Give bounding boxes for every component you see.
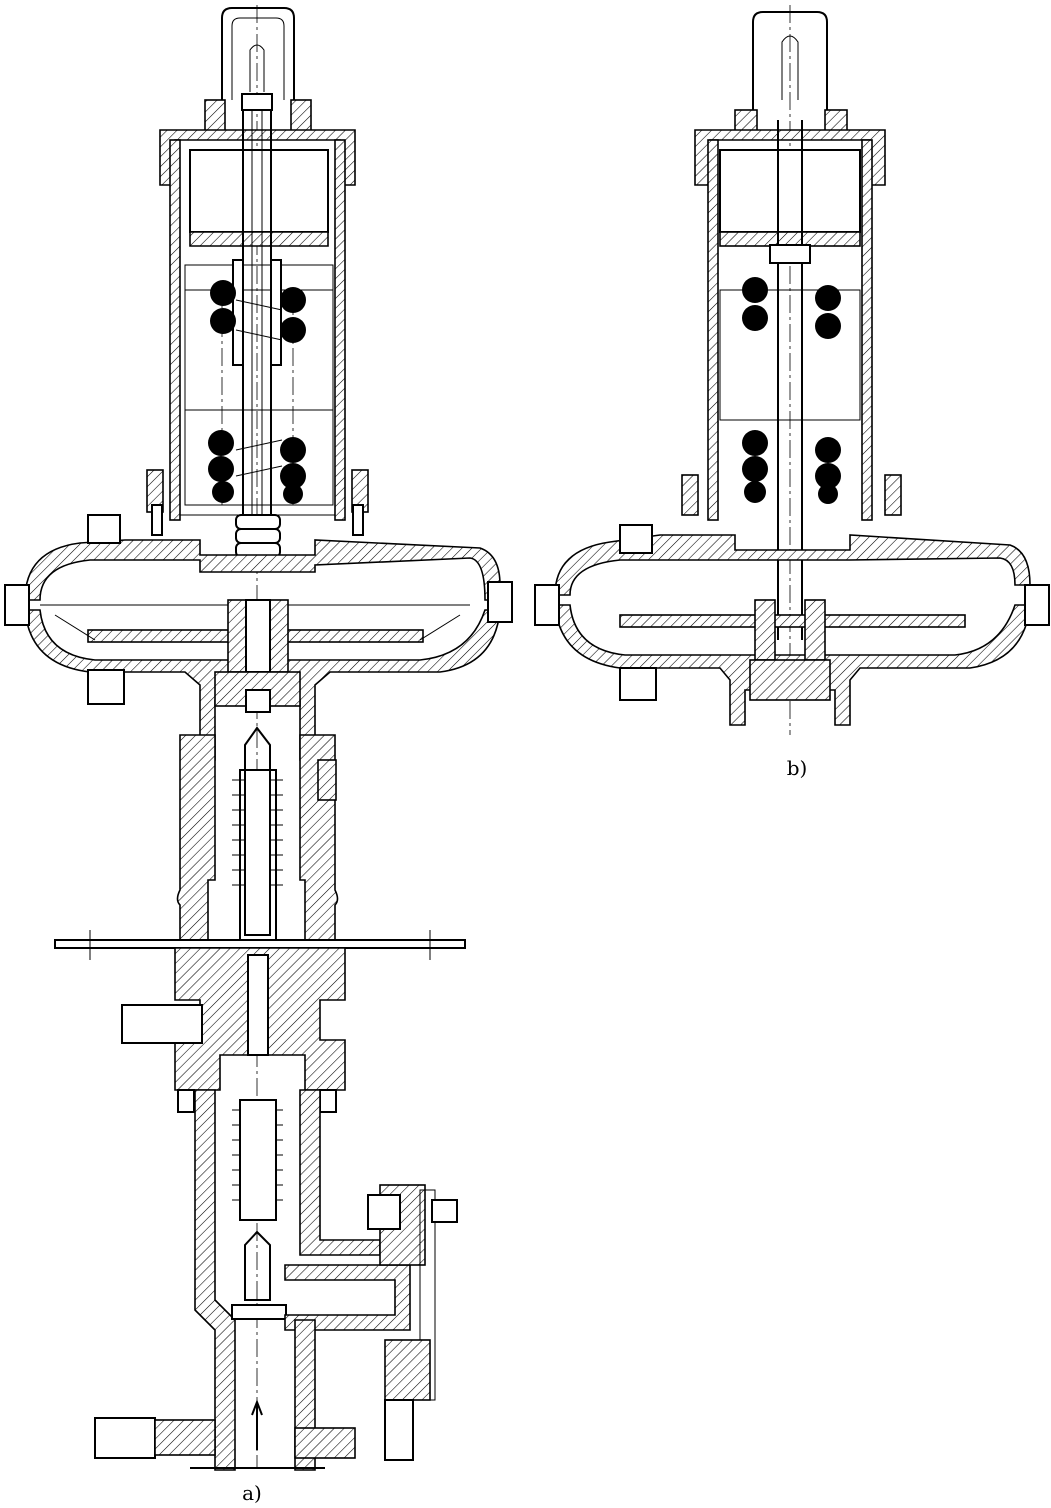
actuator-housing-a bbox=[159, 129, 356, 521]
valve-assembly-b bbox=[534, 5, 1050, 735]
bonnet-a bbox=[176, 726, 339, 961]
lower-body-a bbox=[194, 1089, 381, 1471]
spring-coils-b bbox=[742, 277, 841, 504]
top-cap-a bbox=[204, 7, 312, 133]
valve-assembly-a bbox=[4, 5, 513, 1471]
figure-label-b: b) bbox=[787, 756, 808, 780]
spring-coils-a bbox=[208, 280, 306, 504]
top-cap-b bbox=[734, 11, 848, 133]
stem-connector-a bbox=[214, 599, 301, 713]
diaphragm-housing-b bbox=[534, 524, 1050, 726]
actuator-housing-b bbox=[694, 120, 886, 640]
stem-nuts-a bbox=[235, 514, 281, 558]
middle-block-a bbox=[121, 947, 346, 1113]
stem-a bbox=[232, 110, 282, 515]
side-bolts-b bbox=[681, 474, 902, 516]
bottom-inlet-a bbox=[94, 1319, 356, 1471]
side-bolts-a bbox=[146, 469, 369, 536]
figure-label-a: a) bbox=[242, 1481, 262, 1505]
